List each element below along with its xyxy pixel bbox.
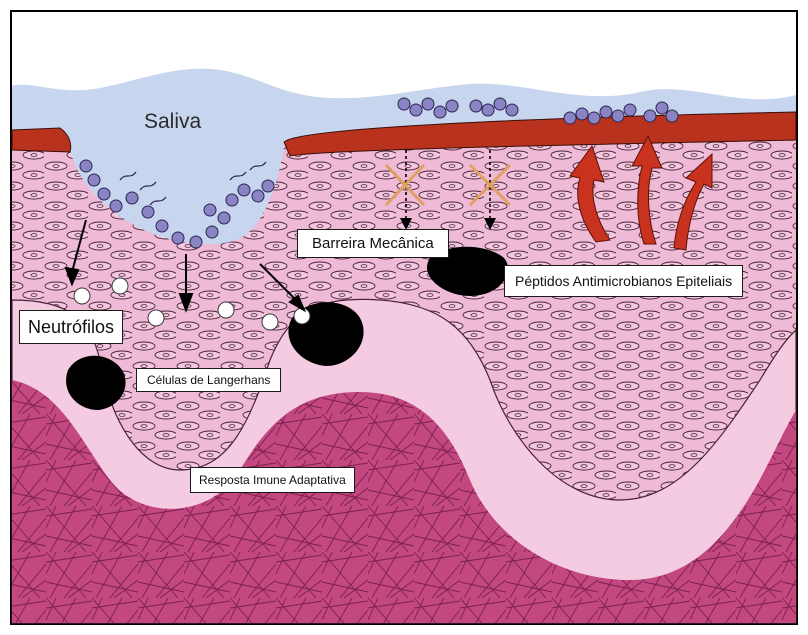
label-mechanical-barrier: Barreira Mecânica (297, 229, 449, 258)
keratin-layer (12, 128, 71, 152)
saliva-label: Saliva (144, 110, 201, 134)
label-antimicrobial-peptides: Péptidos Antimicrobianos Epiteliais (504, 265, 743, 297)
label-adaptive-response: Resposta Imune Adaptativa (190, 467, 355, 493)
label-langerhans: Células de Langerhans (136, 368, 281, 392)
label-neutrophils: Neutrófilos (19, 310, 123, 344)
